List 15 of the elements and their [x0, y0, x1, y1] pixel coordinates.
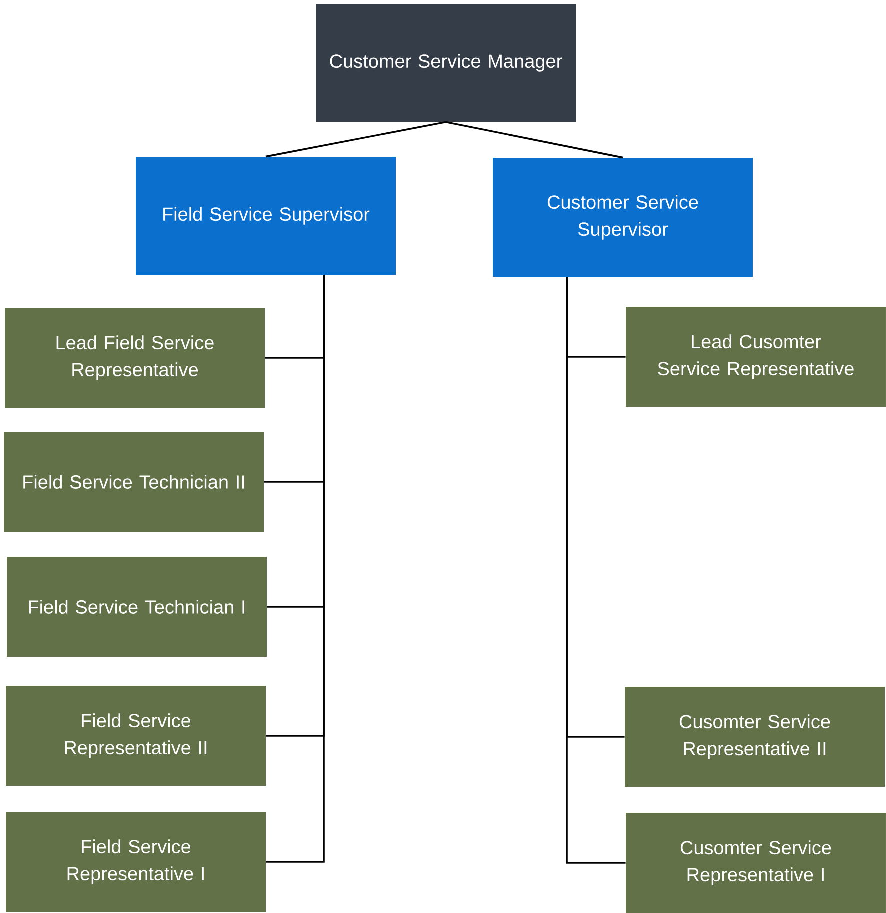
connector-line [266, 121, 446, 158]
staff-box: Lead Cusomter Service Representative [626, 307, 886, 407]
staff-box: Lead Field Service Representative [5, 308, 265, 408]
supervisor-box: Customer Service Supervisor [493, 158, 753, 277]
connector-line [446, 121, 624, 159]
staff-box: Cusomter Service Representative II [625, 687, 885, 787]
manager-box: Customer Service Manager [316, 4, 576, 122]
staff-box: Field Service Technician II [4, 432, 264, 532]
connector-line [566, 277, 626, 864]
staff-box: Field Service Representative II [6, 686, 266, 786]
staff-box: Field Service Representative I [6, 812, 266, 912]
supervisor-box: Field Service Supervisor [136, 157, 396, 275]
connector-line [266, 275, 325, 863]
staff-box: Field Service Technician I [7, 557, 267, 657]
staff-box: Cusomter Service Representative I [626, 813, 886, 913]
